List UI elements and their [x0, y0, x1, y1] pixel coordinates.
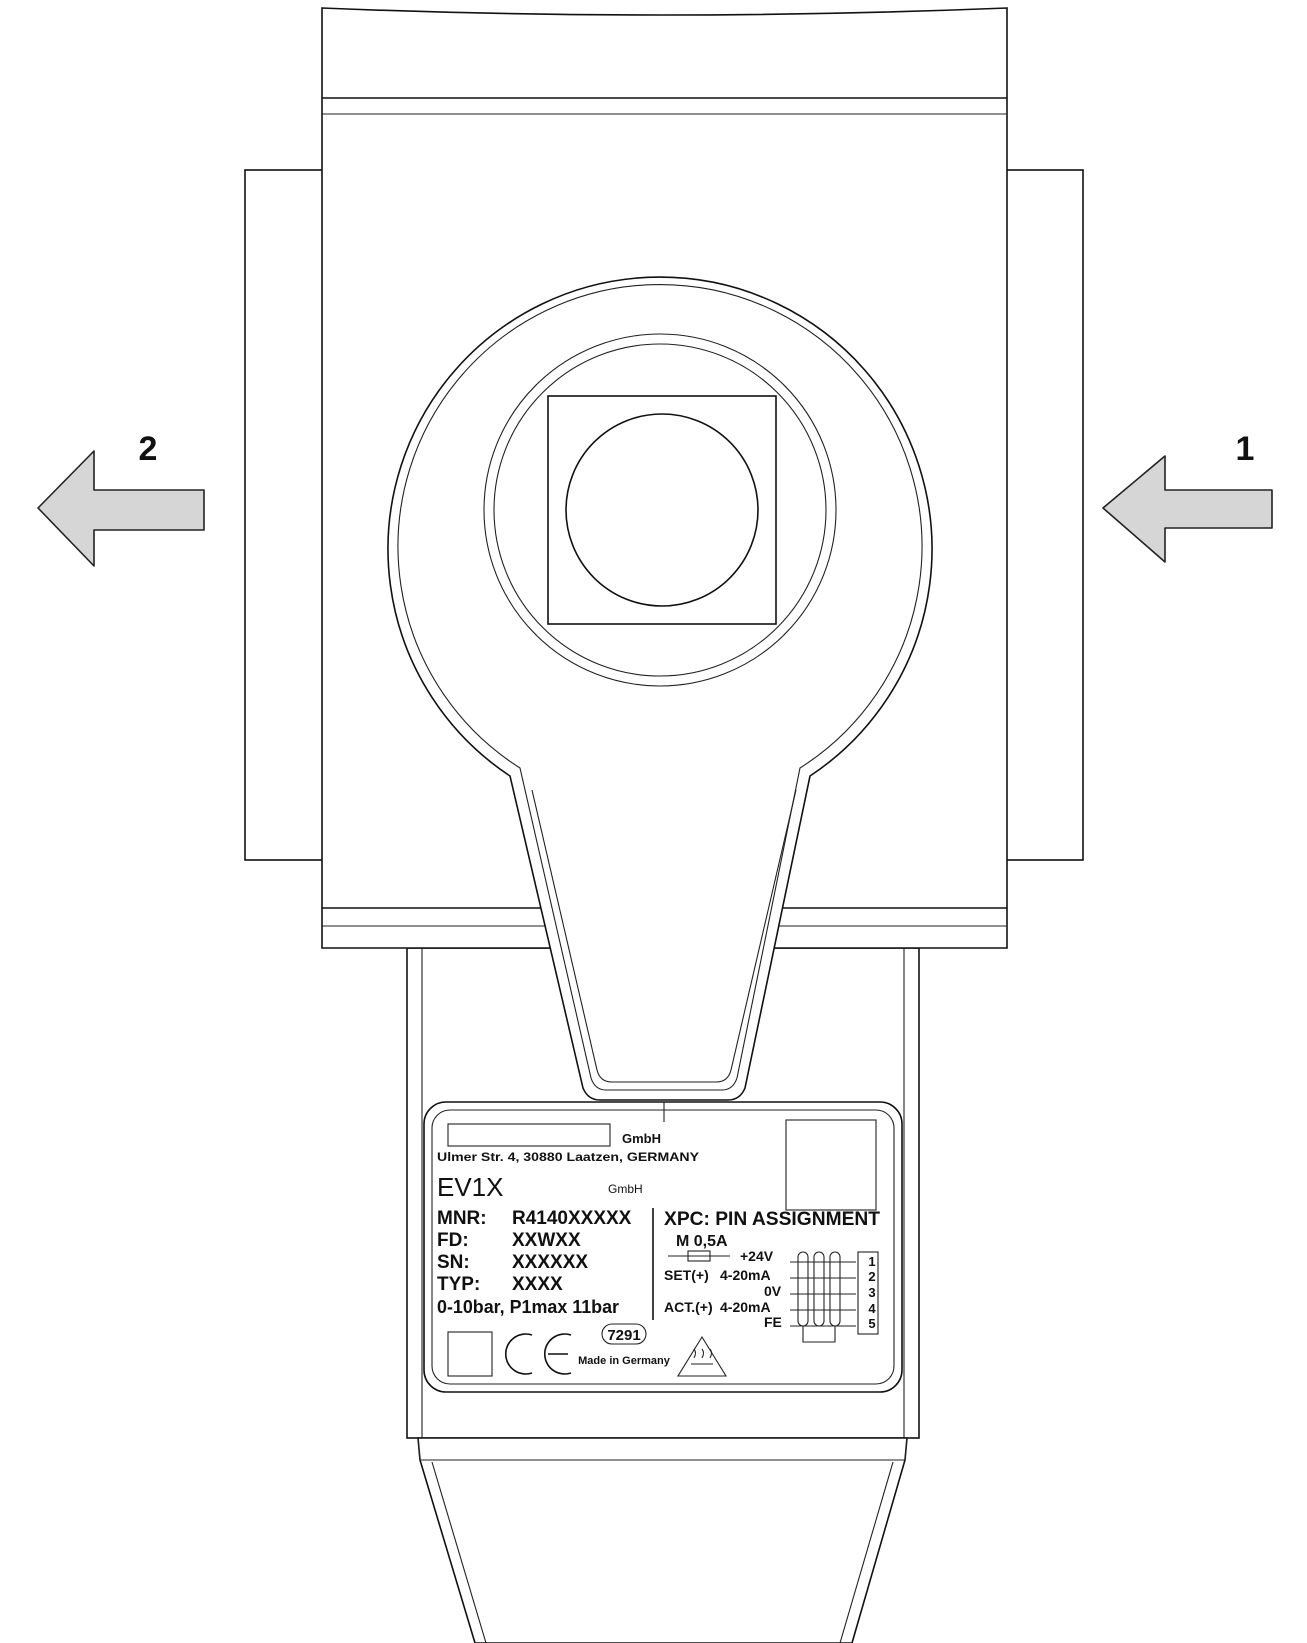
outlet-arrow: 2 [37, 430, 205, 567]
outlet-port-number: 2 [139, 430, 158, 468]
pin-4: 4 [868, 1301, 876, 1316]
set-label: SET(+) [664, 1267, 709, 1283]
address-line: Ulmer Str. 4, 30880 Laatzen, GERMANY [437, 1150, 699, 1164]
wiring-diagram: 1 2 3 4 5 [790, 1251, 879, 1343]
field-label-sn: SN: [437, 1252, 470, 1273]
mark-box [447, 1331, 493, 1377]
field-value-typ: XXXX [512, 1274, 563, 1295]
connector-plug [417, 1437, 908, 1643]
company-suffix: GmbH [622, 1131, 661, 1146]
solenoid-coil [387, 276, 933, 1101]
pin-assignment: XPC: PIN ASSIGNMENT M 0,5A +24V SET(+) 4… [664, 1209, 880, 1343]
zero-label: 0V [764, 1283, 782, 1299]
pressure-rating: 0-10bar, P1max 11bar [437, 1297, 619, 1317]
fuse-symbol [687, 1250, 711, 1262]
pin-1: 1 [868, 1254, 875, 1269]
field-value-sn: XXXXXX [512, 1252, 588, 1273]
field-value-mnr: R4140XXXXX [512, 1208, 632, 1229]
coil-core [565, 413, 759, 607]
cert-number-frame [601, 1323, 647, 1345]
pin-terminal-block [857, 1251, 879, 1335]
field-label-fd: FD: [437, 1230, 469, 1251]
hot-surface-warning-icon [677, 1335, 727, 1377]
model-suffix: GmbH [608, 1182, 643, 1196]
pin-3: 3 [868, 1285, 875, 1300]
field-label-mnr: MNR: [437, 1208, 487, 1229]
act-value: 4-20mA [720, 1299, 771, 1315]
fuse-label: M 0,5A [676, 1233, 728, 1250]
fe-label: FE [764, 1314, 782, 1330]
model-name: EV1X [437, 1172, 504, 1202]
pin-2: 2 [868, 1269, 875, 1284]
cert-number: 7291 [607, 1327, 640, 1344]
field-list: MNR: R4140XXXXX FD: XXWXX SN: XXXXXX TYP… [437, 1208, 632, 1295]
field-label-typ: TYP: [437, 1274, 480, 1295]
field-value-fd: XXWXX [512, 1230, 581, 1251]
inlet-arrow: 1 [1102, 430, 1273, 563]
pin-5: 5 [868, 1316, 875, 1331]
origin-label: Made in Germany [578, 1355, 671, 1367]
act-label: ACT.(+) [664, 1299, 713, 1315]
pin-title: XPC: PIN ASSIGNMENT [664, 1209, 880, 1230]
nameplate: GmbH Ulmer Str. 4, 30880 Laatzen, GERMAN… [423, 1101, 903, 1393]
right-flange [1004, 169, 1084, 861]
ce-mark [505, 1333, 572, 1375]
inlet-port-number: 1 [1236, 430, 1255, 468]
set-value: 4-20mA [720, 1267, 771, 1283]
supply-label: +24V [740, 1248, 774, 1264]
qr-code-box [785, 1119, 877, 1211]
company-logo-box [447, 1123, 611, 1147]
left-flange [244, 169, 326, 861]
